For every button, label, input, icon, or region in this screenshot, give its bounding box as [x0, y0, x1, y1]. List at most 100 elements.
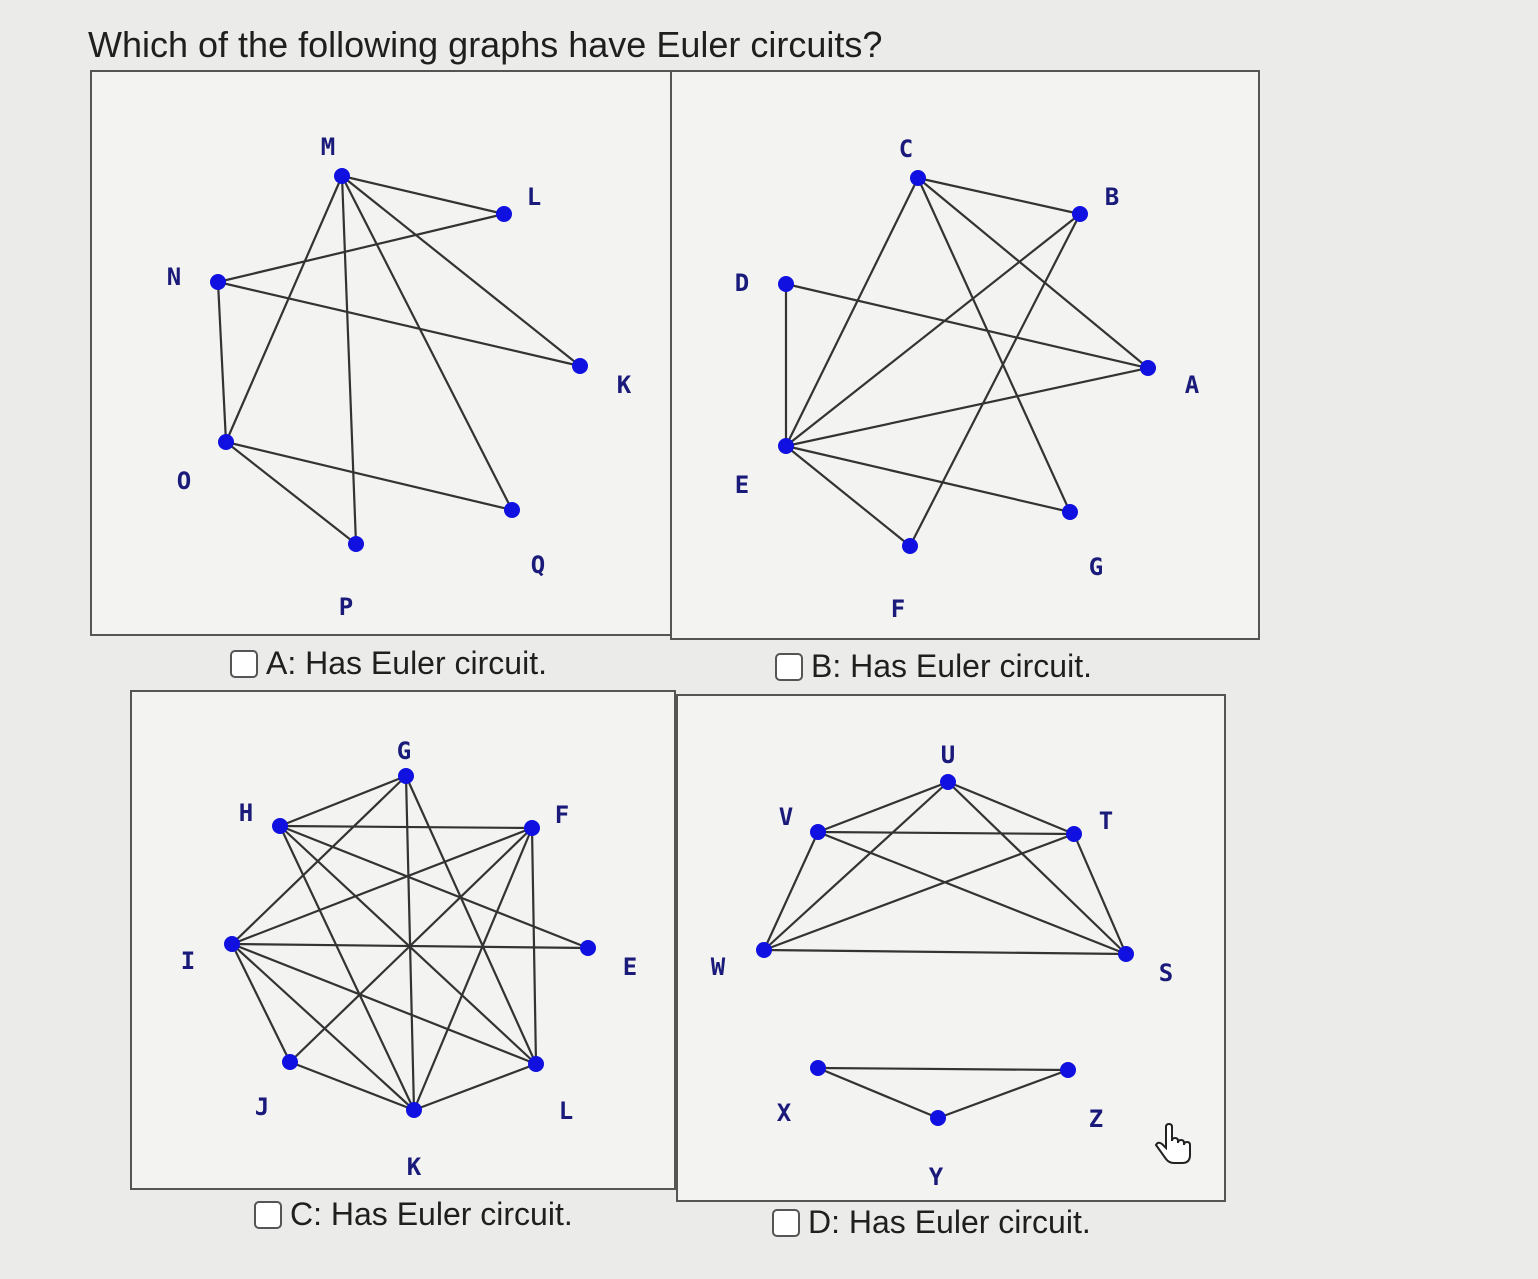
- vertex-label-w: W: [711, 953, 726, 981]
- vertex-z: [1060, 1062, 1076, 1078]
- vertex-k: [406, 1102, 422, 1118]
- option-c[interactable]: C: Has Euler circuit.: [254, 1196, 573, 1233]
- vertex-label-z: Z: [1089, 1105, 1103, 1133]
- edge-u-v: [817, 780, 949, 834]
- vertex-g: [1062, 504, 1078, 520]
- vertex-b: [1072, 206, 1088, 222]
- option-c-label: C: Has Euler circuit.: [290, 1196, 573, 1232]
- edge-o-p: [225, 441, 357, 545]
- vertex-t: [1066, 826, 1082, 842]
- edge-i-k: [231, 943, 415, 1111]
- vertex-label-f: F: [555, 801, 569, 829]
- vertex-i: [224, 936, 240, 952]
- vertex-label-a: A: [1185, 371, 1200, 399]
- vertex-x: [810, 1060, 826, 1076]
- edge-h-k: [279, 825, 415, 1111]
- vertex-e: [580, 940, 596, 956]
- edge-g-k: [404, 775, 416, 1111]
- vertex-label-l: L: [527, 183, 541, 211]
- vertex-f: [902, 538, 918, 554]
- vertex-label-e: E: [735, 471, 749, 499]
- vertex-label-j: J: [255, 1093, 269, 1121]
- edge-w-s: [763, 948, 1127, 956]
- vertex-label-g: G: [1089, 553, 1103, 581]
- vertex-u: [940, 774, 956, 790]
- edge-x-z: [817, 1066, 1069, 1072]
- vertex-g: [398, 768, 414, 784]
- option-a-label: A: Has Euler circuit.: [266, 645, 547, 681]
- vertex-label-s: S: [1159, 959, 1173, 987]
- option-c-checkbox[interactable]: [254, 1200, 282, 1229]
- edge-c-e: [785, 177, 919, 447]
- vertex-k: [572, 358, 588, 374]
- edge-m-k: [341, 175, 581, 367]
- vertex-label-b: B: [1105, 183, 1119, 211]
- vertex-a: [1140, 360, 1156, 376]
- edge-v-s: [817, 830, 1127, 956]
- vertex-m: [334, 168, 350, 184]
- vertex-o: [218, 434, 234, 450]
- edge-g-h: [279, 774, 407, 828]
- edge-d-a: [785, 282, 1149, 370]
- edge-e-a: [785, 366, 1149, 448]
- vertex-label-n: N: [167, 263, 181, 291]
- edge-g-i: [231, 775, 407, 945]
- edge-m-p: [340, 175, 358, 545]
- edge-f-b: [909, 213, 1081, 547]
- vertex-label-u: U: [941, 741, 955, 769]
- vertex-h: [272, 818, 288, 834]
- vertex-label-e: E: [623, 953, 637, 981]
- vertex-e: [778, 438, 794, 454]
- vertex-label-t: T: [1099, 807, 1113, 835]
- option-d[interactable]: D: Has Euler circuit.: [772, 1204, 1091, 1241]
- edge-i-l: [231, 942, 537, 1066]
- edge-y-z: [937, 1068, 1069, 1120]
- vertex-f: [524, 820, 540, 836]
- vertex-v: [810, 824, 826, 840]
- edge-c-a: [917, 177, 1149, 369]
- edge-v-t: [817, 830, 1075, 836]
- edge-m-q: [341, 175, 513, 511]
- edge-n-k: [217, 280, 581, 368]
- option-b[interactable]: B: Has Euler circuit.: [775, 648, 1092, 685]
- option-a[interactable]: A: Has Euler circuit.: [230, 645, 547, 682]
- edge-t-w: [763, 832, 1075, 952]
- option-b-label: B: Has Euler circuit.: [811, 648, 1092, 684]
- vertex-y: [930, 1110, 946, 1126]
- edge-i-f: [231, 826, 533, 946]
- vertex-label-h: H: [239, 799, 253, 827]
- vertex-q: [504, 502, 520, 518]
- edge-u-s: [947, 781, 1127, 955]
- vertex-label-v: V: [779, 803, 793, 831]
- edge-m-l: [341, 174, 505, 216]
- option-b-checkbox[interactable]: [775, 652, 803, 681]
- edge-n-o: [216, 281, 228, 443]
- vertex-d: [778, 276, 794, 292]
- vertex-label-f: F: [891, 595, 905, 623]
- edge-u-w: [763, 781, 949, 951]
- option-a-checkbox[interactable]: [230, 649, 258, 678]
- vertex-label-o: O: [177, 467, 191, 495]
- vertex-label-y: Y: [929, 1163, 944, 1191]
- vertex-j: [282, 1054, 298, 1070]
- option-d-checkbox[interactable]: [772, 1208, 800, 1237]
- vertex-label-m: M: [321, 133, 335, 161]
- hand-pointer-icon: [1154, 1122, 1191, 1164]
- vertex-label-l: L: [559, 1097, 573, 1125]
- vertex-n: [210, 274, 226, 290]
- edge-x-y: [817, 1066, 939, 1120]
- edge-o-q: [225, 440, 513, 512]
- edge-l-f: [530, 827, 538, 1065]
- vertex-label-k: K: [617, 371, 632, 399]
- edge-h-f: [279, 824, 533, 830]
- edge-c-g: [916, 177, 1072, 513]
- vertex-p: [348, 536, 364, 552]
- vertex-w: [756, 942, 772, 958]
